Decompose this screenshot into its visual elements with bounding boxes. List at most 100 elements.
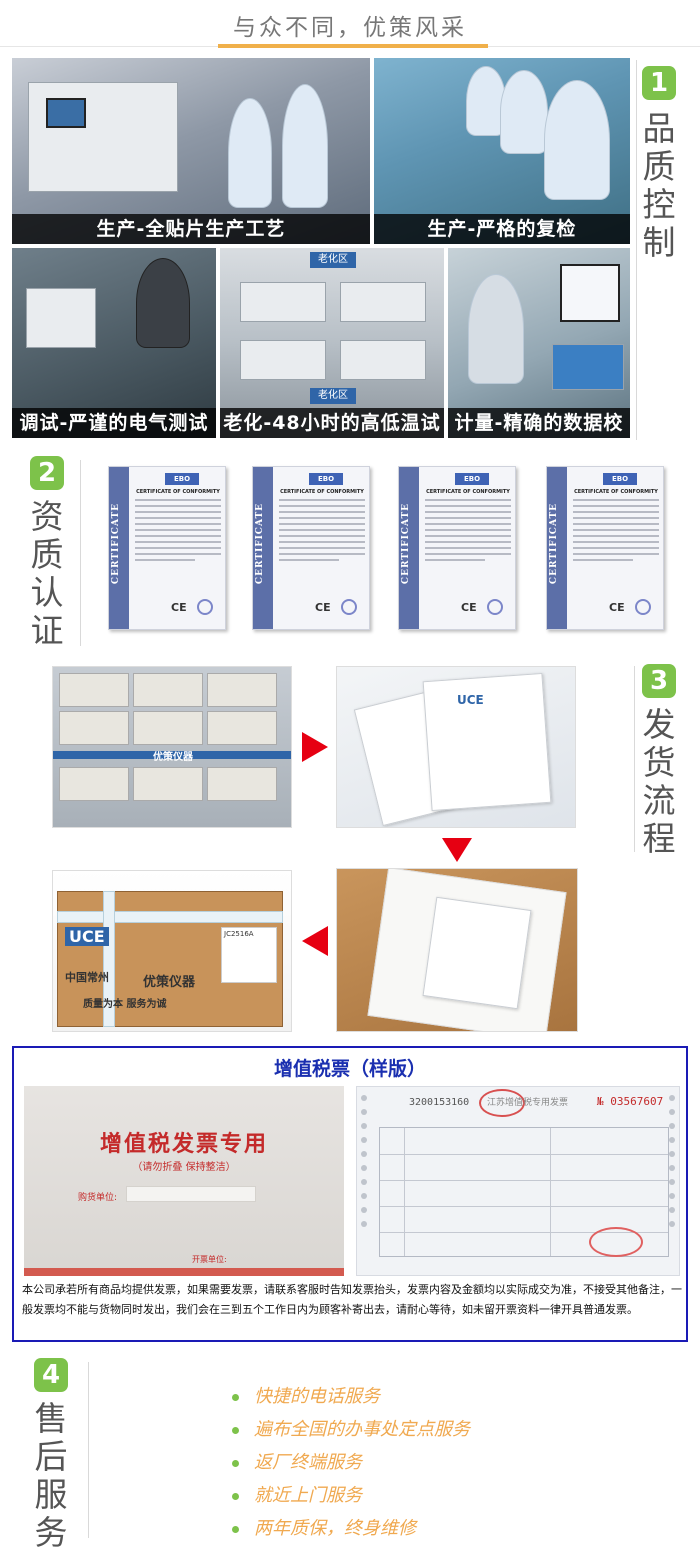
manual-brand: UCE bbox=[457, 693, 484, 707]
stock-box bbox=[133, 673, 203, 707]
certificate-seal-icon bbox=[341, 599, 357, 615]
certificate-seal-icon bbox=[635, 599, 651, 615]
worker-figure bbox=[228, 98, 272, 208]
tractor-holes bbox=[667, 1087, 677, 1275]
engineer-figure bbox=[136, 258, 190, 348]
section-number-badge: 2 bbox=[30, 456, 64, 490]
stock-box bbox=[207, 673, 277, 707]
invoice-sheet: 3200153160 江苏增值税专用发票 № 03567607 bbox=[356, 1086, 680, 1276]
service-label: 快捷的电话服务 bbox=[254, 1386, 380, 1407]
stock-box bbox=[133, 767, 203, 801]
photo-warehouse: 优策仪器 bbox=[52, 666, 292, 828]
certificate-side-label: CERTIFICATE bbox=[549, 503, 559, 585]
photo-aging-test: 老化区 老化区 老化-48小时的高低温试验 bbox=[220, 248, 444, 438]
bullet-icon bbox=[232, 1493, 239, 1500]
invoice-cover-issuer-label: 开票单位: bbox=[192, 1255, 227, 1264]
stock-box bbox=[59, 711, 129, 745]
rack-instrument bbox=[240, 282, 326, 322]
photo-smt-production: 生产-全贴片生产工艺 bbox=[12, 58, 370, 244]
section-divider bbox=[634, 666, 635, 852]
service-label: 遍布全国的办事处定点服务 bbox=[254, 1419, 470, 1440]
section-title: 品质控制 bbox=[642, 109, 676, 262]
ce-mark: CE bbox=[609, 601, 625, 614]
certificate-side-label: CERTIFICATE bbox=[111, 503, 121, 585]
section-number-badge: 4 bbox=[34, 1358, 68, 1392]
service-label: 返厂终端服务 bbox=[254, 1452, 362, 1473]
certificate-card: CERTIFICATE EBO CERTIFICATE OF CONFORMIT… bbox=[108, 466, 226, 630]
invoice-code: № 03567607 bbox=[597, 1095, 664, 1108]
invoice-policy-text: 本公司承若所有商品均提供发票，如果需要发票，请联系客服时告知发票抬头，发票内容及… bbox=[22, 1283, 682, 1316]
certificate-ribbon bbox=[109, 467, 129, 629]
photo-calibration: 计量-精确的数据校准 bbox=[448, 248, 630, 438]
manual-sheet bbox=[422, 672, 552, 812]
certificate-title: CERTIFICATE OF CONFORMITY bbox=[280, 489, 364, 495]
certificate-badge: EBO bbox=[603, 473, 637, 485]
carton-brand: UCE bbox=[65, 927, 109, 946]
invoice-stamp-icon bbox=[479, 1089, 525, 1117]
photo-manuals: UCE bbox=[336, 666, 576, 828]
stock-box bbox=[207, 767, 277, 801]
page-title: 与众不同，优策风采 bbox=[233, 15, 467, 41]
rack-instrument bbox=[340, 282, 426, 322]
certificate-title: CERTIFICATE OF CONFORMITY bbox=[136, 489, 220, 495]
stock-box bbox=[59, 673, 129, 707]
service-label: 两年质保，终身维修 bbox=[254, 1518, 416, 1539]
list-item: 快捷的电话服务 bbox=[232, 1384, 652, 1417]
rack-instrument bbox=[340, 340, 426, 380]
worker-figure bbox=[544, 80, 610, 200]
bullet-icon bbox=[232, 1526, 239, 1533]
ce-mark: CE bbox=[171, 601, 187, 614]
section-divider bbox=[80, 460, 81, 646]
invoice-cover-title: 增值税发票专用 bbox=[99, 1131, 268, 1157]
tractor-holes bbox=[359, 1087, 369, 1275]
invoice-cover-buyer-box bbox=[126, 1186, 256, 1202]
list-item: 返厂终端服务 bbox=[232, 1450, 652, 1483]
calibration-instrument bbox=[552, 344, 624, 390]
stock-box bbox=[133, 711, 203, 745]
invoice-sample-panel: 增值税票（样版） 增值税发票专用 （请勿折叠 保持整洁） 购货单位: 开票单位:… bbox=[12, 1046, 688, 1342]
invoice-title: 增值税票（样版） bbox=[273, 1058, 426, 1080]
rack-sign: 老化区 bbox=[310, 388, 356, 404]
flow-arrow-right-icon bbox=[302, 732, 328, 762]
certificate-side-label: CERTIFICATE bbox=[401, 503, 411, 585]
certificate-card: CERTIFICATE EBO CERTIFICATE OF CONFORMIT… bbox=[252, 466, 370, 630]
photo-caption: 老化-48小时的高低温试验 bbox=[220, 408, 444, 438]
carton-label: JC2516A bbox=[221, 927, 277, 983]
certificate-title: CERTIFICATE OF CONFORMITY bbox=[574, 489, 658, 495]
invoice-number: 3200153160 bbox=[409, 1097, 470, 1108]
carton-text: 优策仪器 bbox=[143, 975, 196, 990]
certificate-card: CERTIFICATE EBO CERTIFICATE OF CONFORMIT… bbox=[546, 466, 664, 630]
certificate-text-lines bbox=[425, 499, 511, 565]
service-label: 就近上门服务 bbox=[254, 1485, 362, 1506]
section-title: 资质认证 bbox=[30, 497, 64, 650]
rack-sign: 老化区 bbox=[310, 252, 356, 268]
certificate-title: CERTIFICATE OF CONFORMITY bbox=[426, 489, 510, 495]
service-list: 快捷的电话服务 遍布全国的办事处定点服务 返厂终端服务 就近上门服务 两年质保，… bbox=[232, 1384, 652, 1548]
bullet-icon bbox=[232, 1394, 239, 1401]
company-seal-icon bbox=[589, 1227, 643, 1257]
list-item: 两年质保，终身维修 bbox=[232, 1516, 652, 1548]
carton-strap bbox=[103, 891, 115, 1027]
invoice-grid bbox=[379, 1127, 669, 1257]
shelf-beam bbox=[53, 751, 291, 759]
invoice-cover-buyer-label: 购货单位: bbox=[78, 1193, 118, 1203]
rack-instrument bbox=[240, 340, 326, 380]
certificate-badge: EBO bbox=[165, 473, 199, 485]
list-item: 就近上门服务 bbox=[232, 1483, 652, 1516]
calibration-monitor bbox=[560, 264, 620, 322]
certificate-text-lines bbox=[573, 499, 659, 565]
section-divider bbox=[88, 1362, 89, 1538]
certificate-text-lines bbox=[135, 499, 221, 565]
section-number-badge: 3 bbox=[642, 664, 676, 698]
technician-figure bbox=[468, 274, 524, 384]
stock-box bbox=[59, 767, 129, 801]
worker-figure bbox=[282, 84, 328, 208]
worker-figure bbox=[500, 70, 548, 154]
certificate-card: CERTIFICATE EBO CERTIFICATE OF CONFORMIT… bbox=[398, 466, 516, 630]
list-item: 遍布全国的办事处定点服务 bbox=[232, 1417, 652, 1450]
bullet-icon bbox=[232, 1460, 239, 1467]
photo-packed-carton: UCE JC2516A 中国常州 优策仪器 质量为本 服务为诚 bbox=[52, 870, 292, 1032]
certificate-ribbon bbox=[399, 467, 419, 629]
certificate-ribbon bbox=[547, 467, 567, 629]
invoice-cover-subtitle: （请勿折叠 保持整洁） bbox=[132, 1162, 236, 1173]
